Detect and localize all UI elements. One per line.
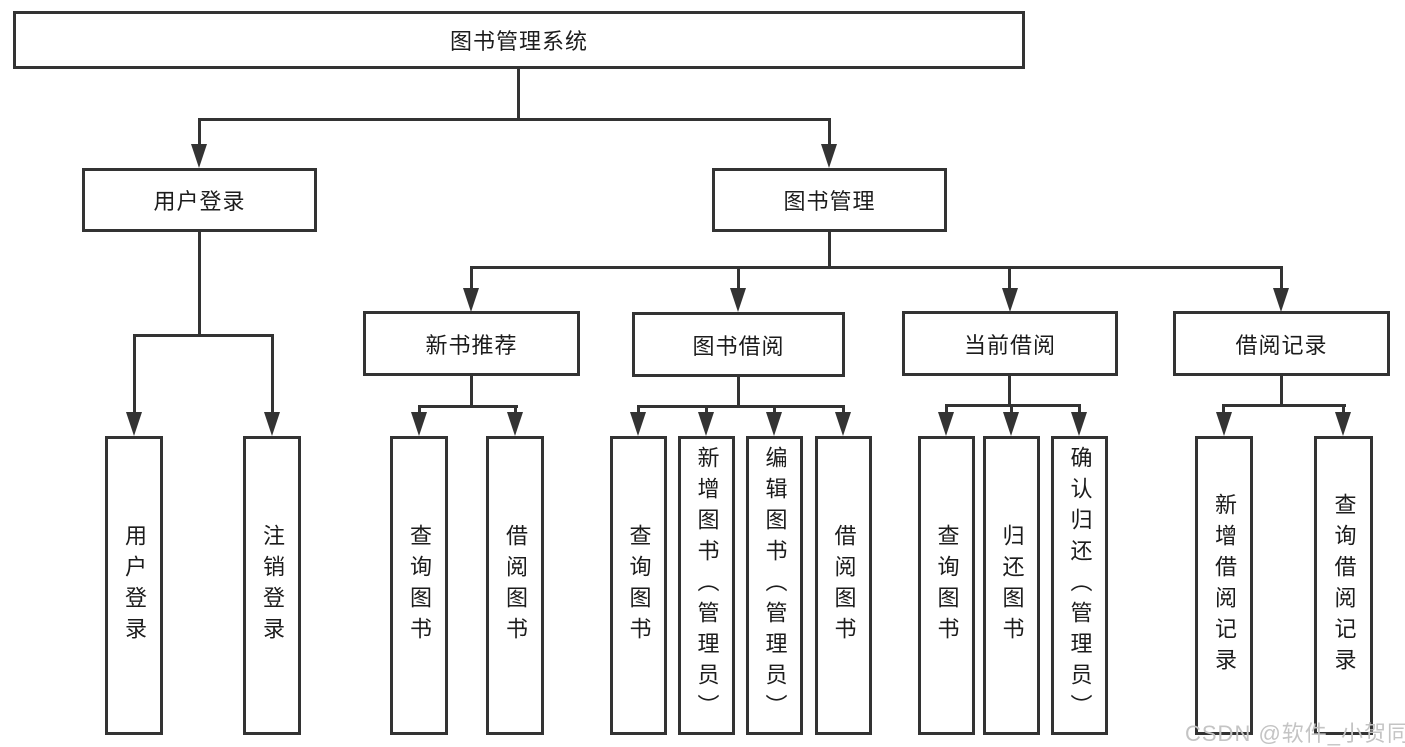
connector-level2-hline	[198, 118, 831, 121]
connector-nb-leaf2-stem	[514, 407, 517, 415]
connector-book-borrow-hline	[637, 405, 845, 408]
connector-cb-leaf3-stem	[1078, 406, 1081, 415]
arrow-bb-leaf4	[835, 412, 851, 436]
node-root-label: 图书管理系统	[449, 29, 588, 54]
leaf-bb-search-books: 查询图书	[610, 436, 667, 735]
leaf-user-login: 用户登录	[105, 436, 163, 735]
node-borrow-records: 借阅记录	[1173, 311, 1390, 376]
leaf-nb-borrow-books: 借阅图书	[486, 436, 544, 735]
connector-borrow-records-trunk	[1280, 376, 1283, 407]
arrow-new-books	[463, 288, 479, 312]
leaf-br-search-record: 查询借阅记录	[1314, 436, 1373, 735]
leaf-bb-add-books-admin-label: 新增图书（管理员）	[694, 446, 720, 725]
arrow-bb-leaf2	[698, 412, 714, 436]
arrow-cb-leaf2	[1003, 412, 1019, 436]
connector-book-mgmt-trunk	[828, 232, 831, 268]
leaf-cb-search-books-label: 查询图书	[934, 523, 960, 648]
connector-level3-hline	[470, 266, 1283, 269]
arrow-bb-leaf1	[630, 412, 646, 436]
node-user-login-label: 用户登录	[153, 189, 246, 214]
node-new-books: 新书推荐	[363, 311, 580, 376]
node-borrow-records-label: 借阅记录	[1235, 332, 1328, 358]
connector-user-login-stem	[198, 120, 201, 148]
connector-new-books-trunk	[470, 376, 473, 407]
node-user-login: 用户登录	[82, 168, 317, 232]
leaf-nb-borrow-books-label: 借阅图书	[503, 523, 528, 648]
arrow-user-login	[191, 144, 207, 168]
connector-root-trunk	[517, 69, 520, 120]
connector-current-borrow-trunk	[1008, 376, 1011, 407]
node-current-borrow-label: 当前借阅	[963, 332, 1056, 358]
connector-br-leaf2-stem	[1342, 406, 1345, 415]
leaf-br-search-record-label: 查询借阅记录	[1331, 492, 1357, 679]
leaf-cb-confirm-return-admin-label: 确认归还（管理员）	[1067, 446, 1093, 725]
leaf-bb-edit-books-admin: 编辑图书（管理员）	[746, 436, 803, 735]
arrow-borrow-records	[1273, 288, 1289, 312]
arrow-login-leaf	[126, 412, 142, 436]
arrow-logout-leaf	[264, 412, 280, 436]
leaf-br-add-record-label: 新增借阅记录	[1212, 492, 1237, 679]
node-book-mgmt: 图书管理	[712, 168, 947, 232]
leaf-nb-search-books-label: 查询图书	[407, 523, 432, 648]
leaf-br-add-record: 新增借阅记录	[1195, 436, 1253, 735]
connector-bb-leaf4-stem	[842, 407, 845, 415]
leaf-logout-label: 注销登录	[260, 523, 285, 648]
leaf-bb-borrow-books-label: 借阅图书	[831, 523, 857, 648]
leaf-user-login-label: 用户登录	[122, 523, 147, 648]
connector-cb-leaf2-stem	[1010, 406, 1013, 415]
leaf-cb-confirm-return-admin: 确认归还（管理员）	[1051, 436, 1108, 735]
leaf-logout: 注销登录	[243, 436, 301, 735]
node-book-borrow: 图书借阅	[632, 312, 845, 377]
arrow-cb-leaf1	[938, 412, 954, 436]
arrow-nb-leaf2	[507, 412, 523, 436]
arrow-cb-leaf3	[1071, 412, 1087, 436]
arrow-br-leaf2	[1335, 412, 1351, 436]
connector-br-leaf1-stem	[1222, 406, 1225, 415]
leaf-bb-borrow-books: 借阅图书	[815, 436, 872, 735]
connector-cb-leaf1-stem	[945, 406, 948, 415]
connector-bb-leaf3-stem	[773, 407, 776, 415]
node-root: 图书管理系统	[13, 11, 1025, 69]
connector-new-books-stem	[470, 268, 473, 290]
arrow-br-leaf1	[1216, 412, 1232, 436]
csdn-watermark: CSDN @软件_小贺同学	[1185, 721, 1405, 746]
leaf-nb-search-books: 查询图书	[390, 436, 448, 735]
connector-nb-leaf1-stem	[418, 407, 421, 415]
connector-bb-leaf2-stem	[705, 407, 708, 415]
connector-bb-leaf1-stem	[637, 407, 640, 415]
connector-login-leaf-stem	[133, 336, 136, 414]
arrow-nb-leaf1	[411, 412, 427, 436]
connector-borrow-records-stem	[1280, 268, 1283, 290]
leaf-cb-return-books-label: 归还图书	[999, 523, 1025, 648]
node-book-borrow-label: 图书借阅	[692, 333, 785, 359]
node-book-mgmt-label: 图书管理	[783, 189, 876, 214]
connector-user-login-trunk	[198, 232, 201, 337]
connector-borrow-records-hline	[1222, 404, 1346, 407]
connector-new-books-hline	[418, 405, 518, 408]
connector-logout-leaf-stem	[271, 336, 274, 414]
connector-user-login-hline	[133, 334, 274, 337]
connector-current-borrow-stem	[1008, 268, 1011, 290]
arrow-current-borrow	[1002, 288, 1018, 312]
leaf-cb-search-books: 查询图书	[918, 436, 975, 735]
connector-book-borrow-stem	[737, 268, 740, 290]
arrow-book-borrow	[730, 288, 746, 312]
leaf-bb-add-books-admin: 新增图书（管理员）	[678, 436, 735, 735]
leaf-bb-search-books-label: 查询图书	[626, 523, 652, 648]
arrow-bb-leaf3	[766, 412, 782, 436]
leaf-cb-return-books: 归还图书	[983, 436, 1040, 735]
node-new-books-label: 新书推荐	[425, 332, 518, 358]
connector-current-borrow-hline	[945, 404, 1081, 407]
arrow-book-mgmt	[821, 144, 837, 168]
connector-book-mgmt-stem	[828, 120, 831, 148]
connector-book-borrow-trunk	[737, 377, 740, 408]
leaf-bb-edit-books-admin-label: 编辑图书（管理员）	[762, 446, 788, 725]
node-current-borrow: 当前借阅	[902, 311, 1118, 376]
